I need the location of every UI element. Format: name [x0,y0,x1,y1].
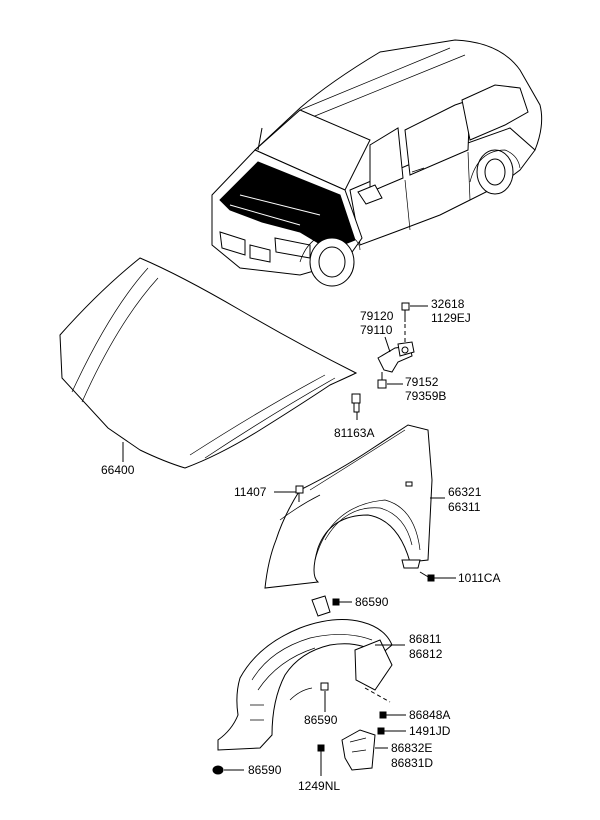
hinge-bolt-icon[interactable] [401,302,410,322]
part-label-79152: 79152 [405,375,439,389]
part-label-86812: 86812 [409,647,443,661]
part-label-79359B: 79359B [405,389,446,403]
part-label-86832E: 86832E [391,741,432,755]
leader-79120 [384,336,391,353]
part-label-1249NL: 1249NL [298,779,340,793]
hinge-nut-icon[interactable] [377,372,387,389]
part-label-1129EJ: 1129EJ [431,311,471,325]
vehicle-illustration [211,39,543,287]
part-label-86590-mid: 86590 [304,713,338,727]
part-label-86811: 86811 [409,632,442,646]
part-label-86590-top: 86590 [355,595,389,609]
part-label-79110: 79110 [360,323,393,337]
fender-screw-icon[interactable] [419,571,435,582]
liner-dash-line [364,687,391,703]
part-label-86590-bottom: 86590 [248,763,282,777]
fender-bolt-icon[interactable] [295,485,304,502]
clip-86590-mid-icon[interactable] [320,682,329,691]
part-label-79120: 79120 [360,309,394,323]
clip-86590-top-icon[interactable] [332,598,340,606]
part-label-66311: 66311 [448,500,481,514]
part-label-81163A: 81163A [334,426,374,440]
part-label-86831D: 86831D [391,756,433,770]
hood-stopper-icon[interactable] [351,393,361,413]
part-label-32618: 32618 [431,297,465,311]
mud-flap[interactable] [341,729,376,771]
front-fender[interactable] [264,424,433,589]
part-label-1011CA: 1011CA [458,571,500,585]
part-label-66321: 66321 [448,485,482,499]
part-label-66400: 66400 [101,463,135,477]
hood-panel[interactable] [59,257,358,469]
part-label-86848A: 86848A [409,708,450,722]
wheel-guard-liner[interactable] [217,595,393,751]
screw-1249NL-icon[interactable] [317,744,325,762]
part-label-1491JD: 1491JD [409,724,451,738]
part-label-11407: 11407 [234,485,267,499]
hood-hinge[interactable] [377,341,415,373]
clip-86590-bottom-icon[interactable] [212,765,224,775]
